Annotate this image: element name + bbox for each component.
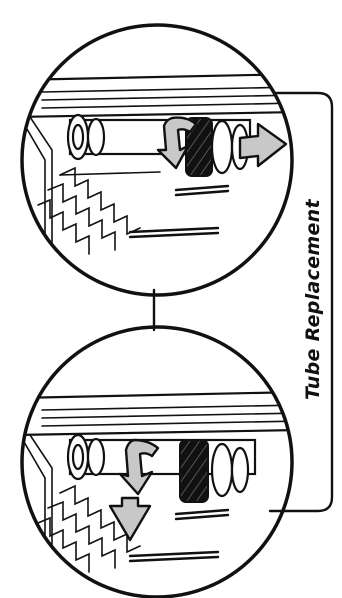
tube-replacement-label: Tube Replacement	[302, 199, 324, 400]
push-down-arrow-icon	[108, 496, 152, 542]
pull-right-arrow-icon	[238, 122, 288, 168]
top-detail-view	[20, 23, 294, 297]
bottom-detail-view	[20, 325, 294, 598]
rotate-arrow-icon	[156, 116, 198, 170]
bracket	[268, 91, 334, 513]
rotate-arrow-icon	[118, 438, 160, 496]
